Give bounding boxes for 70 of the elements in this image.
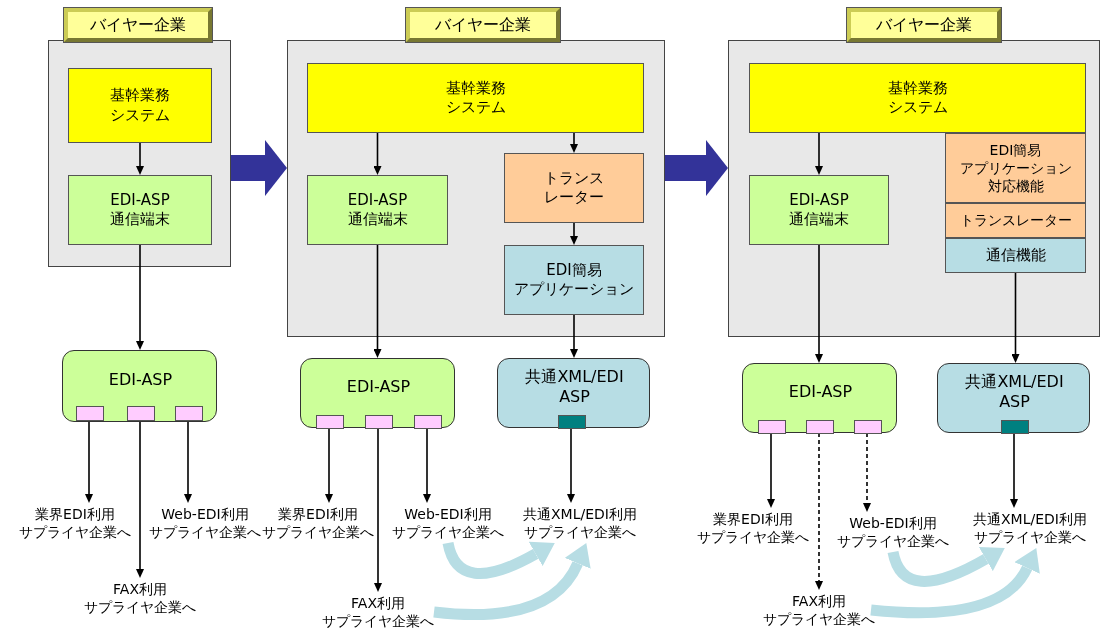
port-block (1001, 420, 1029, 434)
port-block (175, 406, 203, 421)
port-block (414, 415, 442, 429)
heading-tag: バイヤー企業 (406, 8, 560, 42)
arrow (767, 432, 775, 508)
supplier-label: FAX利用サプライヤ企業へ (322, 592, 434, 632)
supplier-label: Web-EDI利用サプライヤ企業へ (837, 512, 949, 552)
supplier-label: 業界EDI利用サプライヤ企業へ (697, 508, 809, 548)
arrow (373, 132, 382, 175)
service-box (62, 350, 217, 422)
process-box: EDI-ASP通信端末 (68, 175, 212, 245)
supplier-label: 業界EDI利用サプライヤ企業へ (262, 503, 374, 543)
arrow (815, 244, 823, 363)
port-block (76, 406, 104, 421)
process-box: トランスレーター (504, 153, 644, 223)
block-arrow (231, 140, 287, 196)
port-block (316, 415, 344, 429)
process-box: EDI簡易アプリケーション (504, 245, 644, 315)
arrow (567, 427, 575, 503)
port-block (758, 420, 786, 434)
service-name: EDI-ASP (107, 369, 174, 391)
supplier-label: 共通XML/EDI利用サプライヤ企業へ (967, 508, 1093, 548)
arrow (136, 142, 144, 175)
arrow (570, 132, 578, 153)
arrow (815, 132, 823, 175)
service-name: EDI-ASP (787, 381, 854, 403)
curved-arrow (433, 543, 591, 620)
arrow (136, 244, 144, 350)
service-box (742, 363, 897, 433)
arrow (136, 419, 144, 578)
supplier-label: Web-EDI利用サプライヤ企業へ (149, 503, 261, 543)
process-box: EDI-ASP通信端末 (307, 175, 448, 245)
port-block (854, 420, 882, 434)
arrow (373, 244, 382, 358)
arrow (1011, 272, 1020, 363)
arrow (374, 427, 382, 592)
arrow (570, 222, 578, 245)
service-box (937, 363, 1090, 433)
service-name: 共通XML/EDI ASP (964, 371, 1065, 413)
process-box: 基幹業務システム (68, 68, 212, 143)
service-box (497, 358, 650, 428)
heading-tag: バイヤー企業 (847, 8, 1001, 42)
supplier-label: 業界EDI利用サプライヤ企業へ (19, 503, 131, 543)
process-box: 基幹業務システム (749, 63, 1086, 133)
port-block (806, 420, 834, 434)
port-block (127, 406, 155, 421)
arrow (423, 427, 431, 503)
port-block (558, 415, 586, 429)
arrow (325, 427, 333, 503)
heading-tag: バイヤー企業 (64, 8, 212, 42)
port-block (365, 415, 393, 429)
arrow (85, 419, 93, 503)
curved-arrow (870, 548, 1040, 619)
process-box: 通信機能 (945, 238, 1086, 273)
process-box: トランスレーター (945, 203, 1086, 238)
process-box: 基幹業務システム (307, 63, 644, 133)
arrow (815, 432, 823, 590)
service-name: 共通XML/EDI ASP (524, 366, 625, 408)
arrow (570, 314, 578, 358)
supplier-label: FAX利用サプライヤ企業へ (84, 578, 196, 618)
arrow (863, 432, 871, 512)
arrow (1010, 432, 1018, 508)
block-arrow (665, 140, 728, 196)
supplier-label: 共通XML/EDI利用サプライヤ企業へ (517, 503, 643, 543)
process-box: EDI-ASP通信端末 (749, 175, 889, 245)
process-box: EDI簡易アプリケーション対応機能 (945, 133, 1086, 203)
arrow (184, 419, 192, 503)
service-box (300, 358, 455, 428)
service-name: EDI-ASP (345, 376, 412, 398)
supplier-label: Web-EDI利用サプライヤ企業へ (392, 503, 504, 543)
